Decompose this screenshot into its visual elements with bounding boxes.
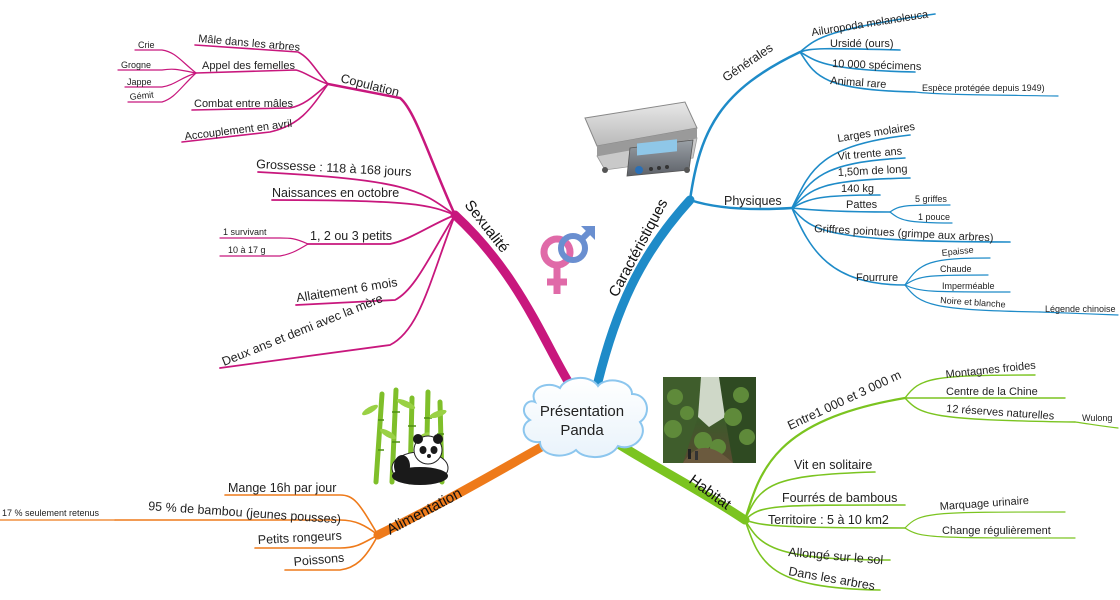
grossesse-label[interactable]: Grossesse : 118 à 168 jours <box>256 157 412 179</box>
appel-femelles-label[interactable]: Appel des femelles <box>202 60 295 72</box>
gen-ailuropoda[interactable]: Ailuropoda melanoleuca <box>811 9 930 39</box>
accouplement-label[interactable]: Accouplement en avril <box>184 118 293 143</box>
alim-17-pourcent[interactable]: 17 % seulement retenus <box>2 508 100 518</box>
phy-griffes-5[interactable]: 5 griffes <box>915 194 947 204</box>
naissances-label[interactable]: Naissances en octobre <box>272 186 399 200</box>
phy-pouce[interactable]: 1 pouce <box>918 212 950 222</box>
gen-specimens[interactable]: 10 000 spécimens <box>832 58 922 73</box>
alim-mange-16h[interactable]: Mange 16h par jour <box>228 481 336 495</box>
petits-survivant[interactable]: 1 survivant <box>223 227 267 237</box>
phy-griffres-pointues[interactable]: Griffres pointues (grimpe aux arbres) <box>814 223 994 244</box>
center-cloud <box>522 377 648 458</box>
sexualite-main-branch <box>450 210 577 393</box>
phy-longueur[interactable]: 1,50m de long <box>838 163 908 179</box>
hab-altitude[interactable]: Entre1 000 et 3 000 m <box>785 368 903 433</box>
gen-ursidé[interactable]: Ursidé (ours) <box>830 38 894 50</box>
alim-rongeurs[interactable]: Petits rongeurs <box>257 529 342 547</box>
hab-arbres[interactable]: Dans les arbres <box>787 564 876 593</box>
branch-alimentation <box>0 440 550 571</box>
phy-fourrure[interactable]: Fourrure <box>856 272 898 284</box>
petits-label[interactable]: 1, 2 ou 3 petits <box>310 229 392 243</box>
gender-symbols-icon <box>535 222 601 304</box>
appel-gemit[interactable]: Gémit <box>129 89 154 102</box>
center-title-line2: Panda <box>560 422 604 439</box>
habitat-labels: Entre1 000 et 3 000 m Montagnes froides … <box>768 360 1112 594</box>
appel-grogne[interactable]: Grogne <box>121 60 151 70</box>
hab-change[interactable]: Change régulièrement <box>942 525 1051 537</box>
branch-sexualite <box>117 44 577 393</box>
caracteristiques-title[interactable]: Caractéristiques <box>606 196 672 300</box>
male-arbres-label[interactable]: Mâle dans les arbres <box>198 33 301 54</box>
four-noire-blanche[interactable]: Noire et blanche <box>940 295 1006 310</box>
four-epaisse[interactable]: Epaisse <box>941 245 974 258</box>
center-node[interactable]: Présentation Panda <box>522 377 648 458</box>
four-legende-chinoise[interactable]: Légende chinoise <box>1045 304 1116 314</box>
copulation-label[interactable]: Copulation <box>339 71 400 99</box>
caracteristiques-main-branch <box>591 195 695 395</box>
combat-males-label[interactable]: Combat entre mâles <box>194 98 294 110</box>
copulation-branch <box>326 82 457 217</box>
gen-animal-rare[interactable]: Animal rare <box>830 75 887 91</box>
alimentation-title[interactable]: Alimentation <box>384 485 465 539</box>
caracteristiques-labels: Générales Ailuropoda melanoleuca Ursidé … <box>720 9 1116 314</box>
alim-poissons[interactable]: Poissons <box>293 551 345 569</box>
generales-label[interactable]: Générales <box>720 41 776 85</box>
hab-marquage[interactable]: Marquage urinaire <box>939 495 1029 513</box>
branch-caracteristiques <box>591 13 1119 395</box>
alimentation-labels: Mange 16h par jour 95 % de bambou (jeune… <box>2 481 345 569</box>
hab-solitaire[interactable]: Vit en solitaire <box>794 458 872 472</box>
hab-fourres[interactable]: Fourrés de bambous <box>782 491 897 505</box>
hab-montagnes-froides[interactable]: Montagnes froides <box>945 360 1037 381</box>
appel-jappe[interactable]: Jappe <box>127 77 152 87</box>
center-title-line1: Présentation <box>540 403 624 420</box>
panda-bamboo-image <box>362 387 449 485</box>
mountain-forest-image <box>663 377 756 463</box>
phy-molaires[interactable]: Larges molaires <box>837 121 917 145</box>
four-impermeable[interactable]: Imperméable <box>942 281 995 291</box>
alim-bambou[interactable]: 95 % de bambou (jeunes pousses) <box>148 499 342 526</box>
hab-wulong[interactable]: Wulong <box>1082 413 1112 423</box>
phy-poids[interactable]: 140 kg <box>841 183 874 195</box>
hab-allonge[interactable]: Allongé sur le sol <box>788 545 884 567</box>
petits-poids[interactable]: 10 à 17 g <box>228 245 266 255</box>
phy-trente-ans[interactable]: Vit trente ans <box>837 145 903 163</box>
gen-espece-protegee[interactable]: Espèce protégée depuis 1949) <box>922 83 1045 93</box>
four-chaude[interactable]: Chaude <box>940 264 972 274</box>
hab-centre-chine[interactable]: Centre de la Chine <box>946 386 1038 398</box>
alimentation-main-branch <box>373 440 550 540</box>
phy-pattes[interactable]: Pattes <box>846 199 878 211</box>
habitat-main-branch <box>615 440 750 525</box>
appel-crie[interactable]: Crie <box>138 40 155 50</box>
hab-territoire[interactable]: Territoire : 5 à 10 km2 <box>768 513 889 527</box>
weighing-scale-image <box>584 101 698 177</box>
physiques-label[interactable]: Physiques <box>724 194 782 208</box>
branch-habitat <box>615 374 1119 591</box>
